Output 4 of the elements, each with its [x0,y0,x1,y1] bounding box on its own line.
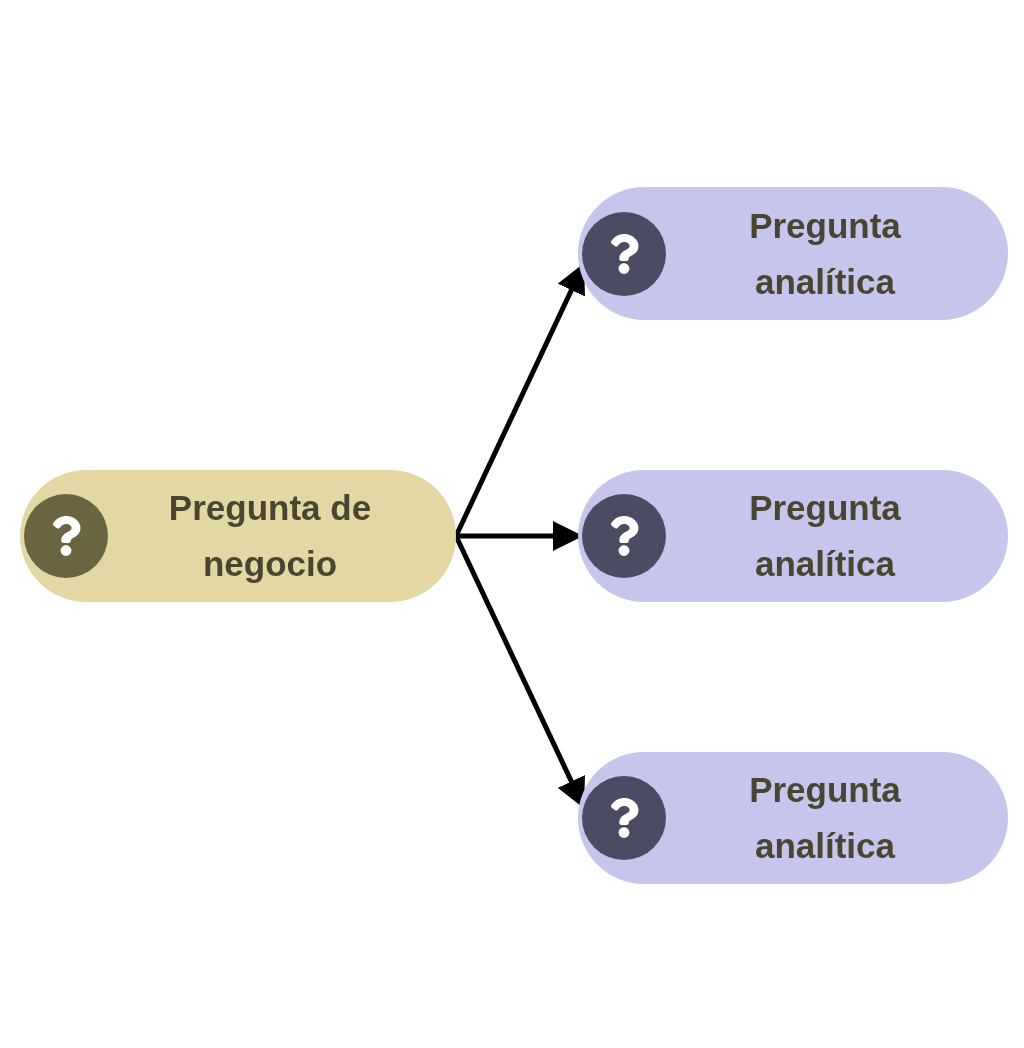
node-label: Pregunta analítica [748,769,902,867]
node-label: Pregunta analítica [748,204,902,303]
node-label: Pregunta analítica [748,487,902,585]
node-label: Pregunta de negocio [167,487,373,585]
